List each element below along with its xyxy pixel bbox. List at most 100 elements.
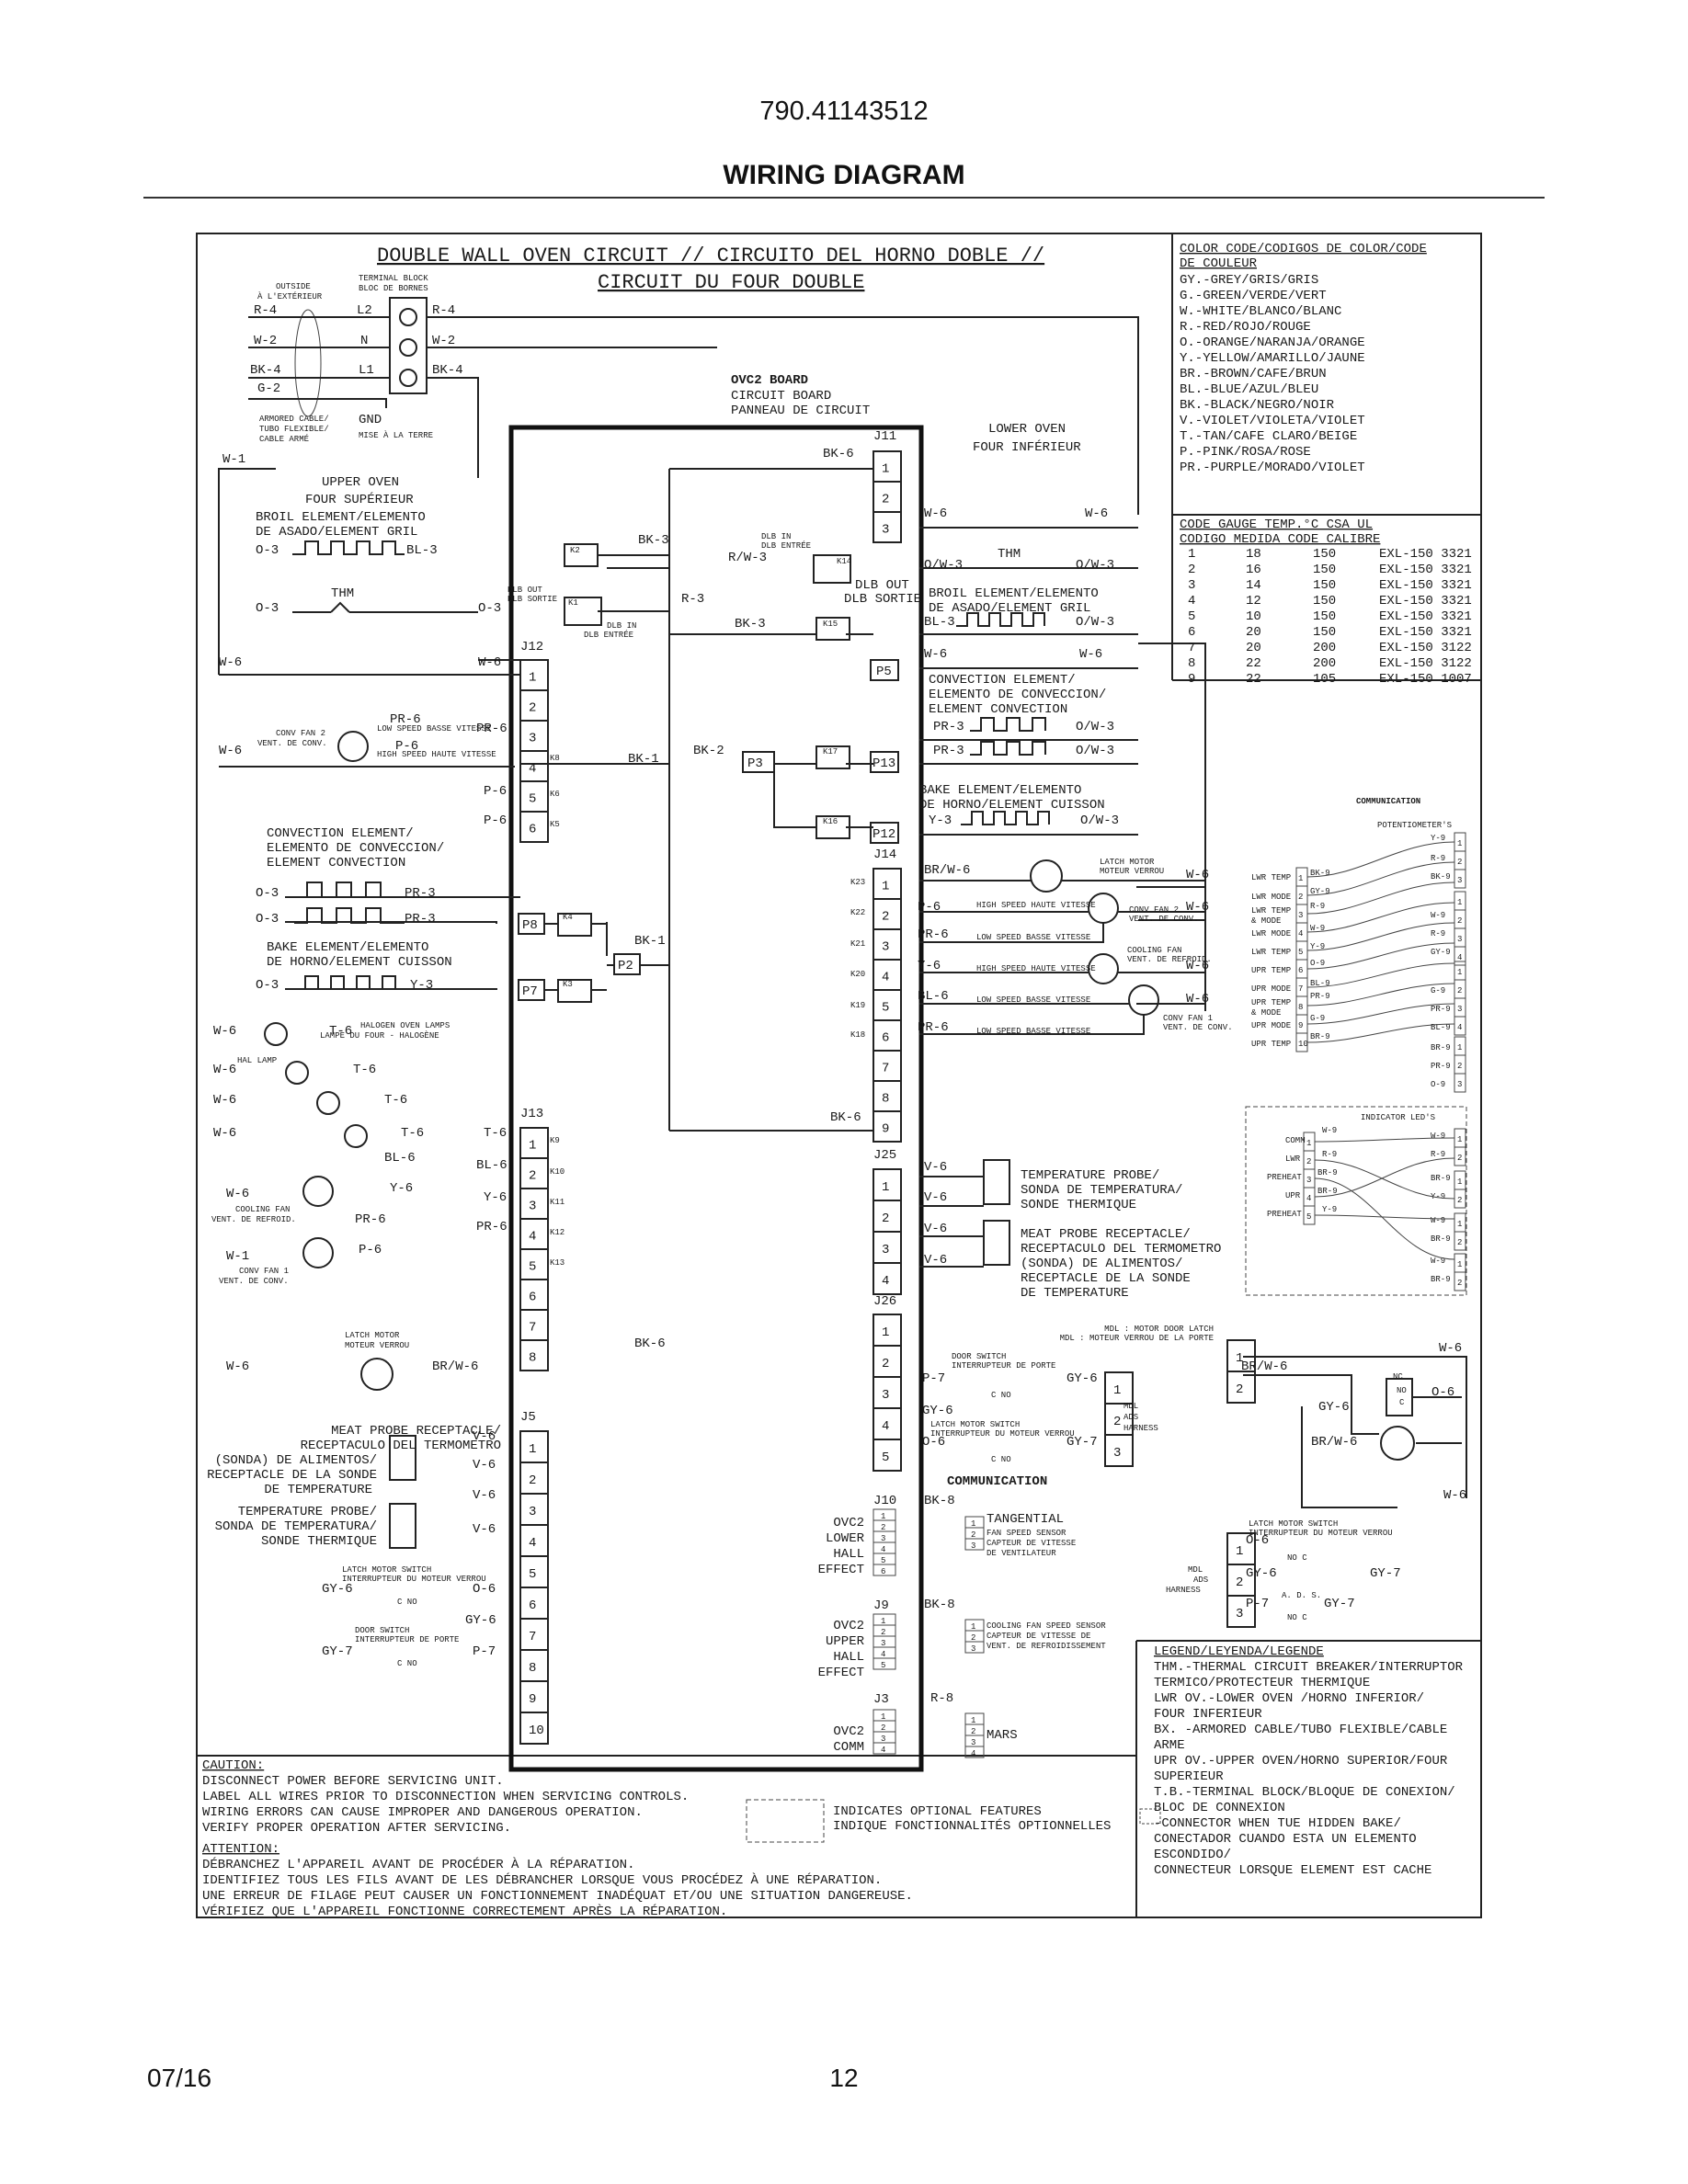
- mdl-label-1: MDL: [1123, 1402, 1138, 1411]
- led-right-label: BR-9: [1431, 1275, 1451, 1284]
- wire-label: W-6: [213, 1093, 236, 1108]
- wire-label: W-6: [924, 506, 947, 521]
- wire-label: BR/W-6: [924, 863, 970, 878]
- wire-label: PR-6: [918, 927, 949, 942]
- led-right-pin-number: 1: [1457, 1220, 1462, 1229]
- hall-pin-number: 3: [881, 1534, 885, 1543]
- diagram-title-1: DOUBLE WALL OVEN CIRCUIT // CIRCUITO DEL…: [377, 245, 1044, 267]
- ovc2-lower-2: LOWER: [826, 1531, 865, 1546]
- jack-pin-number: 4: [529, 1230, 536, 1245]
- wire-label: GY-7: [1066, 1435, 1098, 1450]
- jack-pin-number: 2: [529, 701, 536, 716]
- pot-wire-label: BL-9: [1310, 979, 1330, 988]
- hall-pin: [873, 1657, 896, 1670]
- gauge-cell: EXL-150 3122: [1379, 641, 1472, 655]
- hall-pin-number: 1: [881, 1712, 885, 1722]
- component-ref: K8: [550, 754, 560, 763]
- led-right-label: W-9: [1431, 1257, 1445, 1266]
- jack-pin-number: 3: [529, 1200, 536, 1214]
- pot-wire-label: GY-9: [1310, 887, 1330, 896]
- gauge-cell: 20: [1246, 641, 1261, 655]
- color-code-item: GY.-GREY/GRIS/GRIS: [1180, 273, 1318, 288]
- upper-temp-probe-2: SONDA DE TEMPERATURA/: [215, 1519, 377, 1534]
- gauge-cell: 22: [1246, 672, 1261, 687]
- jack-pin-number: 4: [529, 762, 536, 777]
- led-right-pin-number: 2: [1457, 1196, 1462, 1205]
- wire-label: R-4: [254, 303, 277, 318]
- gauge-cell: EXL-150 3122: [1379, 656, 1472, 671]
- gauge-cell: EXL-150 3321: [1379, 609, 1472, 624]
- pot-right-pin-number: 1: [1457, 898, 1462, 907]
- cooling-sensor-1: COOLING FAN SPEED SENSOR: [987, 1621, 1106, 1631]
- pot-wire: [1306, 1003, 1455, 1025]
- upper-door-switch-1: DOOR SWITCH: [355, 1626, 409, 1635]
- pot-right-label: BK-9: [1431, 872, 1451, 882]
- jack-pin-number: 2: [882, 1211, 889, 1226]
- jack-pin-number: 2: [882, 493, 889, 507]
- hall-pin-number: 4: [881, 1650, 885, 1659]
- jack-pin-number: 5: [529, 1260, 536, 1275]
- wire-label: W-6: [1439, 1341, 1462, 1356]
- pot-wire-label: PR-9: [1310, 992, 1330, 1001]
- lower-conv-element: [970, 717, 1046, 756]
- attention-line: VÉRIFIEZ QUE L'APPAREIL FONCTIONNE CORRE…: [202, 1903, 727, 1919]
- wire-label: V-6: [924, 1253, 947, 1268]
- lower-cooling-fan-fr-label: VENT. DE REFROID.: [1127, 955, 1212, 964]
- pot-wire-label: O-9: [1310, 959, 1325, 968]
- wire-label: R-8: [930, 1691, 953, 1706]
- gauge-cell: 22: [1246, 656, 1261, 671]
- color-code-item: BR.-BROWN/CAFE/BRUN: [1180, 367, 1327, 381]
- lower-temp-probe-3: SONDE THERMIQUE: [1021, 1198, 1136, 1212]
- halogen-label-2: LAMPE DU FOUR - HALOGÈNE: [320, 1030, 439, 1041]
- legend-line: FOUR INFERIEUR: [1154, 1707, 1262, 1722]
- component-ref: K2: [570, 546, 580, 555]
- legend-line: CONNECTEUR LORSQUE ELEMENT EST CACHE: [1154, 1863, 1431, 1878]
- pot-right-label: BR-9: [1431, 1043, 1451, 1052]
- legend-line: SUPERIEUR: [1154, 1769, 1224, 1784]
- gauge-cell: 9: [1188, 672, 1195, 687]
- led-wire-label: R-9: [1322, 1150, 1337, 1159]
- pot-right-label: BL-9: [1431, 1023, 1451, 1032]
- pot-right-pin-number: 4: [1457, 953, 1462, 962]
- ovc2-board: [508, 425, 924, 1772]
- optional-features-symbol: [746, 1799, 825, 1843]
- sensor-pin: [964, 1538, 985, 1551]
- lower-door-switch-2: INTERRUPTEUR DE PORTE: [952, 1361, 1055, 1371]
- led-wire: [1314, 1214, 1455, 1220]
- pot-right-pin: [1454, 869, 1466, 889]
- jack-pin: [519, 1339, 549, 1371]
- wire-label: L1: [359, 363, 374, 378]
- jack-pin-number: 1: [1113, 1383, 1121, 1398]
- gauge-cell: 16: [1246, 563, 1261, 577]
- lower-conv-fan1-motor: [1128, 984, 1159, 1016]
- wire-label: BL-3: [406, 543, 438, 558]
- jack-pin-number: 8: [529, 1661, 536, 1676]
- wire-label: GY-6: [922, 1404, 953, 1418]
- color-code-item: BK.-BLACK/NEGRO/NOIR: [1180, 398, 1335, 413]
- wire-label: BK-6: [634, 1337, 666, 1351]
- gauge-cell: 200: [1313, 656, 1336, 671]
- upper-meat-probe-5: DE TEMPERATURE: [264, 1483, 372, 1497]
- wire-label: BR/W-6: [1241, 1359, 1287, 1374]
- color-code-item: BL.-BLUE/AZUL/BLEU: [1180, 382, 1318, 397]
- dlb-in-label-2: DLB ENTRÉE: [584, 630, 633, 640]
- pot-pin-number: 7: [1298, 984, 1303, 994]
- wire-label: O-6: [1246, 1533, 1269, 1548]
- mdl-latch-switch-2: INTERRUPTEUR DU MOTEUR VERROU: [1249, 1529, 1393, 1538]
- conv-fan2-label: CONV FAN 2: [276, 729, 325, 738]
- led-wire: [1314, 1159, 1455, 1200]
- sensor-pin-number: 2: [971, 1530, 975, 1540]
- conv-fan2-fr-label: VENT. DE CONV.: [257, 739, 327, 748]
- hall-pin-number: 4: [881, 1746, 885, 1755]
- wire-label: BL-6: [918, 989, 949, 1004]
- potentiometers-label: POTENTIOMETER'S: [1377, 821, 1452, 830]
- upper-oven-fr-label: FOUR SUPÉRIEUR: [305, 491, 414, 507]
- jack-title: J26: [873, 1294, 896, 1309]
- halogen-lamp-1: [264, 1022, 288, 1046]
- component-ref: NO: [1397, 1386, 1407, 1395]
- communication-label: COMMUNICATION: [947, 1474, 1047, 1489]
- connector-p5: [870, 659, 899, 681]
- lower-temp-probe-2: SONDA DE TEMPERATURA/: [1021, 1183, 1182, 1198]
- lower-low-speed-3: LOW SPEED BASSE VITESSE: [976, 1027, 1090, 1036]
- jack-title: J10: [873, 1494, 896, 1508]
